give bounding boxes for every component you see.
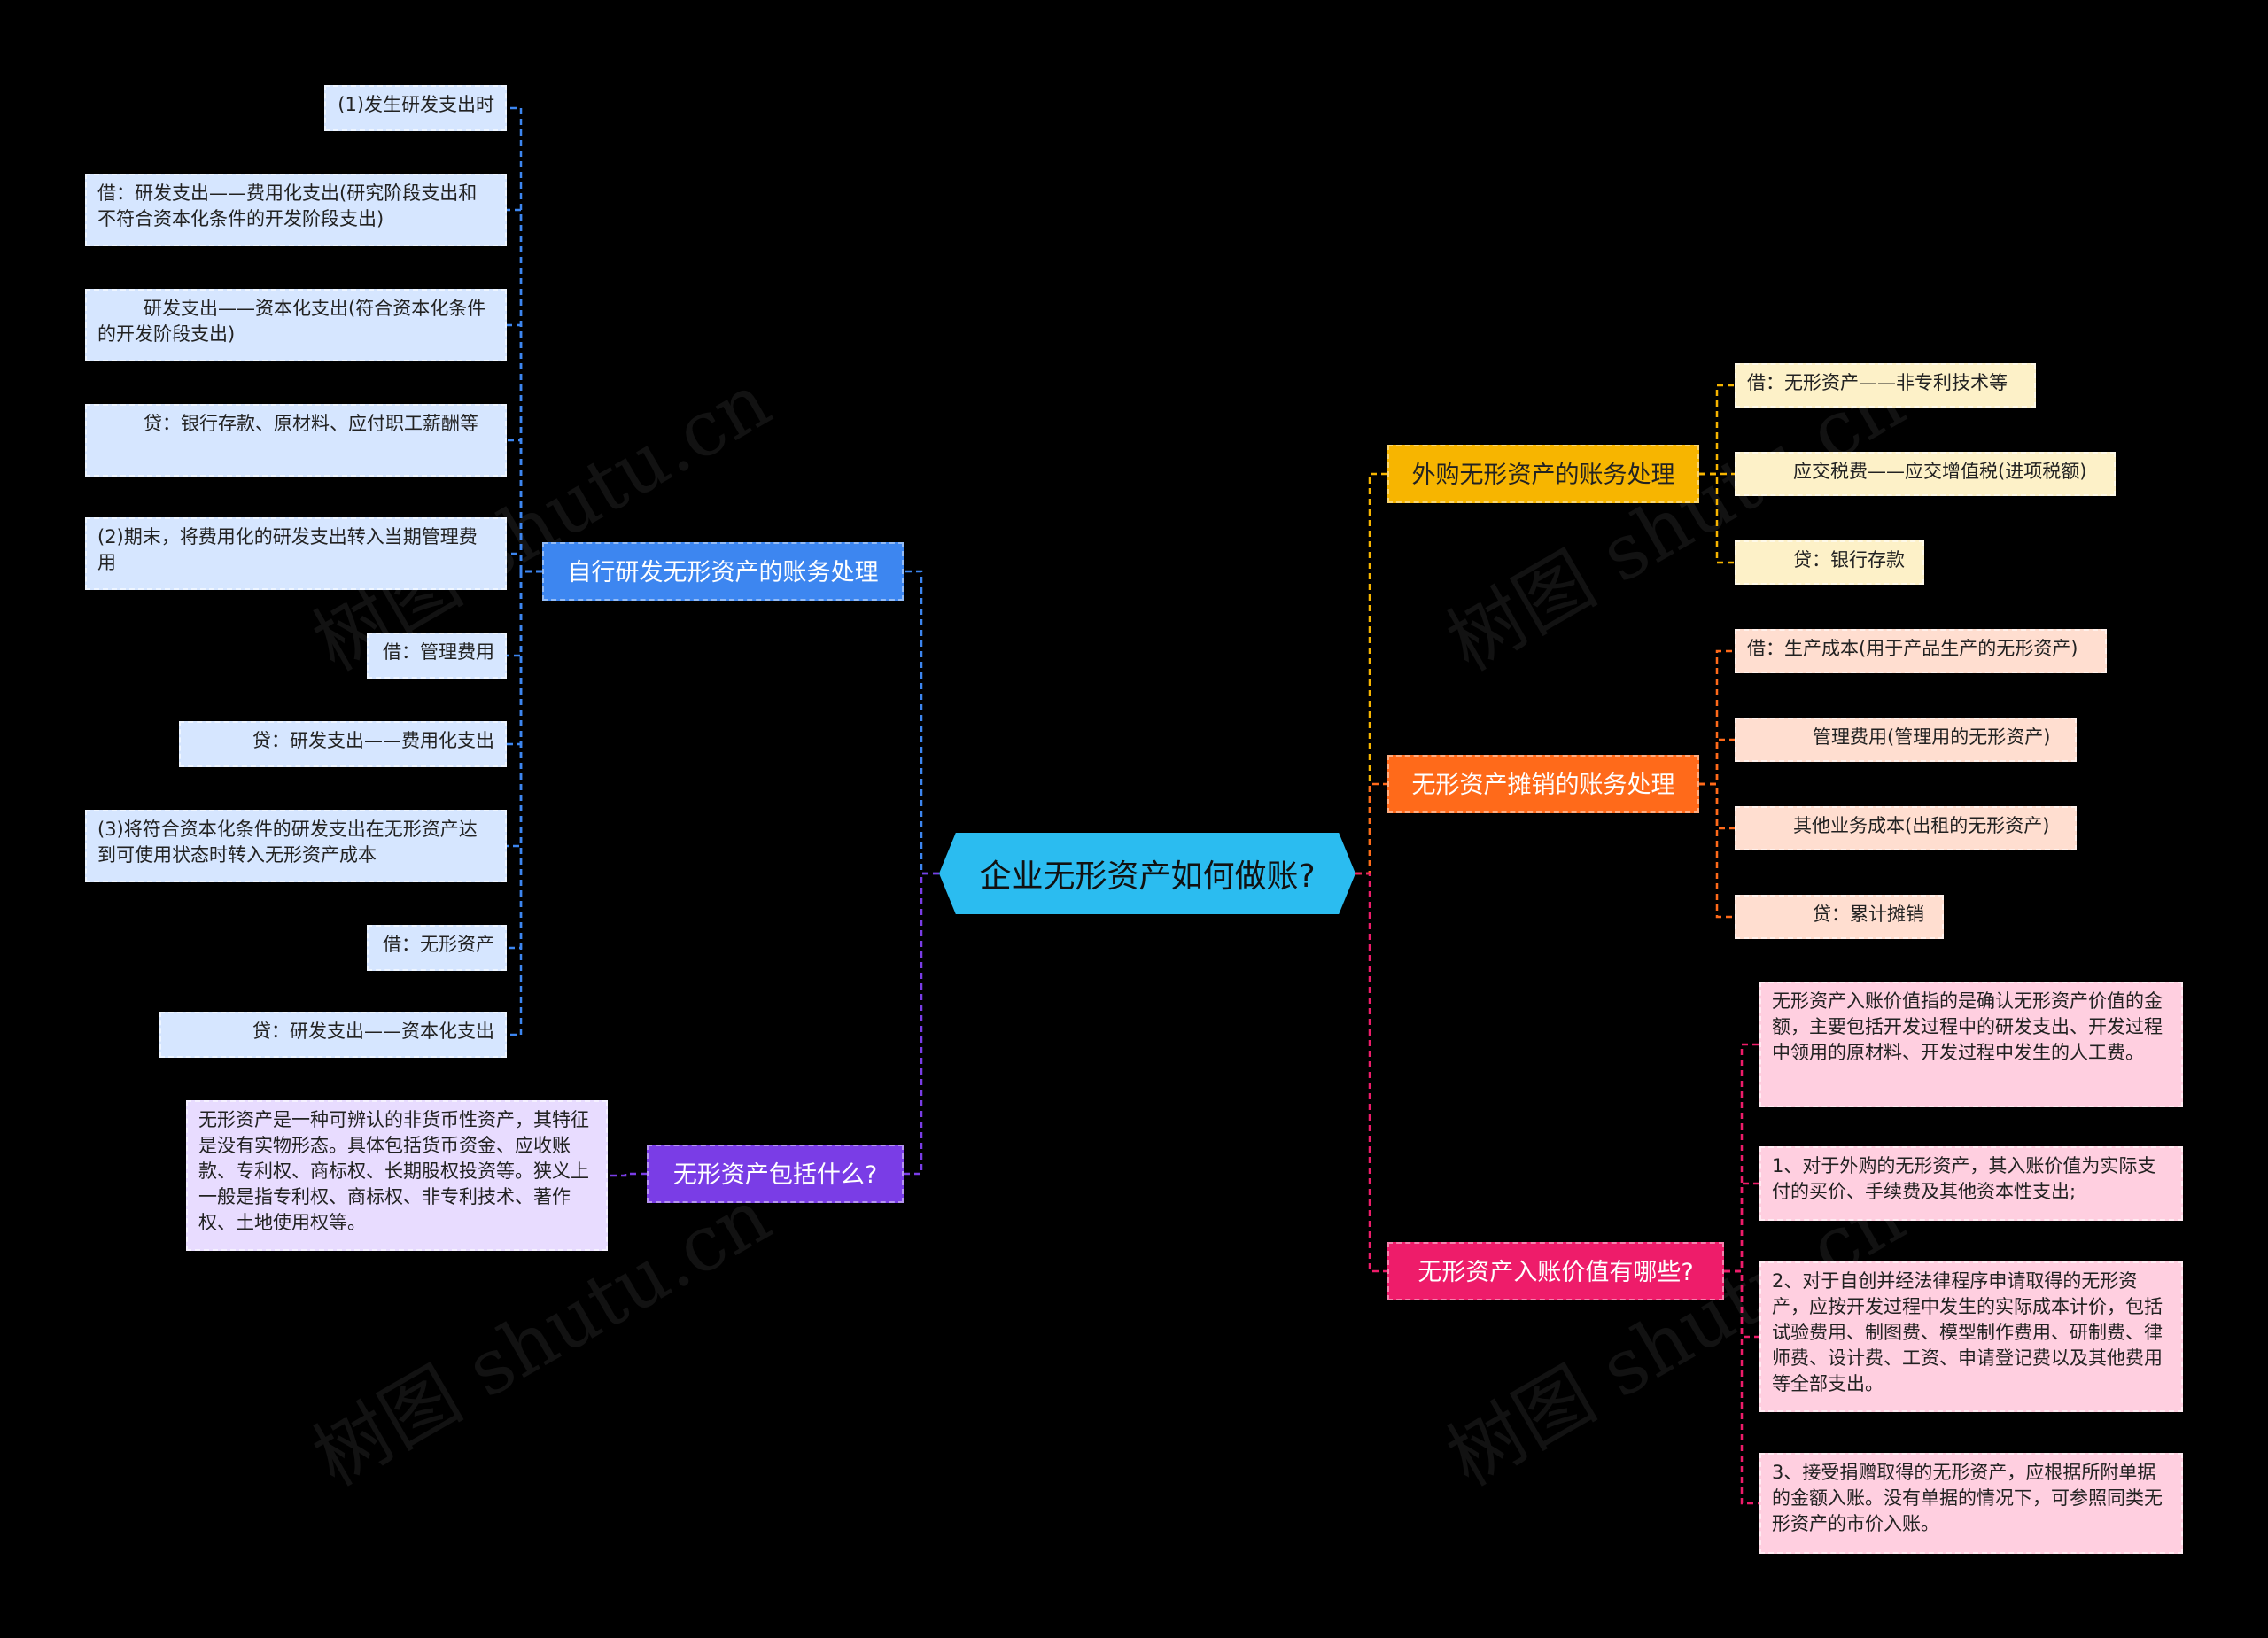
- branch-entry-value[interactable]: 无形资产入账价值有哪些?: [1387, 1242, 1724, 1300]
- self-dev-item-9[interactable]: 借：无形资产: [367, 925, 507, 971]
- connector: [507, 208, 542, 573]
- self-dev-item-4[interactable]: 贷：银行存款、原材料、应付职工薪酬等: [85, 404, 507, 477]
- amortize-item-1[interactable]: 借：生产成本(用于产品生产的无形资产): [1735, 629, 2107, 673]
- connector: [507, 439, 542, 573]
- connector: [1699, 649, 1735, 786]
- branch-includes[interactable]: 无形资产包括什么?: [647, 1145, 904, 1203]
- connector: [1724, 1182, 1759, 1273]
- entry-value-item-2[interactable]: 1、对于外购的无形资产，其入账价值为实际支付的买价、手续费及其他资本性支出;: [1759, 1146, 2183, 1221]
- self-dev-item-3[interactable]: 研发支出——资本化支出(符合资本化条件的开发阶段支出): [85, 289, 507, 361]
- includes-item-1[interactable]: 无形资产是一种可辨认的非货币性资产，其特征是没有实物形态。具体包括货币资金、应收…: [186, 1100, 608, 1251]
- amortize-item-2[interactable]: 管理费用(管理用的无形资产): [1735, 718, 2077, 762]
- self-dev-item-7[interactable]: 贷：研发支出——费用化支出: [179, 721, 507, 767]
- entry-value-item-4[interactable]: 3、接受捐赠取得的无形资产，应根据所附单据的金额入账。没有单据的情况下，可参照同…: [1759, 1453, 2183, 1554]
- branch-amortize[interactable]: 无形资产摊销的账务处理: [1387, 755, 1699, 813]
- amortize-item-3[interactable]: 其他业务成本(出租的无形资产): [1735, 806, 2077, 850]
- connector: [1724, 1269, 1759, 1339]
- self-dev-item-1[interactable]: (1)发生研发支出时: [324, 85, 507, 131]
- self-dev-item-10[interactable]: 贷：研发支出——资本化支出: [159, 1012, 507, 1058]
- connector: [507, 570, 542, 848]
- entry-value-item-1[interactable]: 无形资产入账价值指的是确认无形资产价值的金额，主要包括开发过程中的研发支出、开发…: [1759, 982, 2183, 1107]
- connector: [507, 570, 542, 657]
- purchase-item-2[interactable]: 应交税费——应交增值税(进项税额): [1735, 452, 2116, 496]
- branch-self-dev[interactable]: 自行研发无形资产的账务处理: [542, 542, 904, 601]
- self-dev-item-2[interactable]: 借：研发支出——费用化支出(研究阶段支出和不符合资本化条件的开发阶段支出): [85, 174, 507, 246]
- connector: [1699, 384, 1735, 476]
- connector: [1724, 1269, 1759, 1505]
- connector: [608, 1172, 647, 1177]
- connector: [904, 570, 939, 875]
- connector: [1699, 782, 1735, 919]
- connector: [507, 552, 542, 573]
- center-topic[interactable]: 企业无形资产如何做账?: [939, 833, 1355, 914]
- purchase-item-1[interactable]: 借：无形资产——非专利技术等: [1735, 363, 2036, 408]
- self-dev-item-6[interactable]: 借：管理费用: [367, 633, 507, 679]
- connector: [507, 323, 542, 573]
- connector: [507, 570, 542, 950]
- connector: [1355, 782, 1387, 875]
- connector: [1355, 872, 1387, 1273]
- connector: [1699, 472, 1735, 564]
- entry-value-item-3[interactable]: 2、对于自创并经法律程序申请取得的无形资产，应按开发过程中发生的实际成本计价，包…: [1759, 1261, 2183, 1412]
- connector: [507, 570, 542, 1036]
- connector: [507, 570, 542, 746]
- self-dev-item-5[interactable]: (2)期末，将费用化的研发支出转入当期管理费用: [85, 517, 507, 590]
- connector: [1355, 472, 1387, 875]
- connector: [507, 106, 542, 573]
- connector: [1724, 1043, 1759, 1273]
- self-dev-item-8[interactable]: (3)将符合资本化条件的研发支出在无形资产达到可使用状态时转入无形资产成本: [85, 810, 507, 882]
- branch-purchase[interactable]: 外购无形资产的账务处理: [1387, 445, 1699, 503]
- purchase-item-3[interactable]: 贷：银行存款: [1735, 540, 1924, 585]
- connector: [1699, 738, 1735, 786]
- amortize-item-4[interactable]: 贷：累计摊销: [1735, 895, 1944, 939]
- connector: [904, 872, 939, 1176]
